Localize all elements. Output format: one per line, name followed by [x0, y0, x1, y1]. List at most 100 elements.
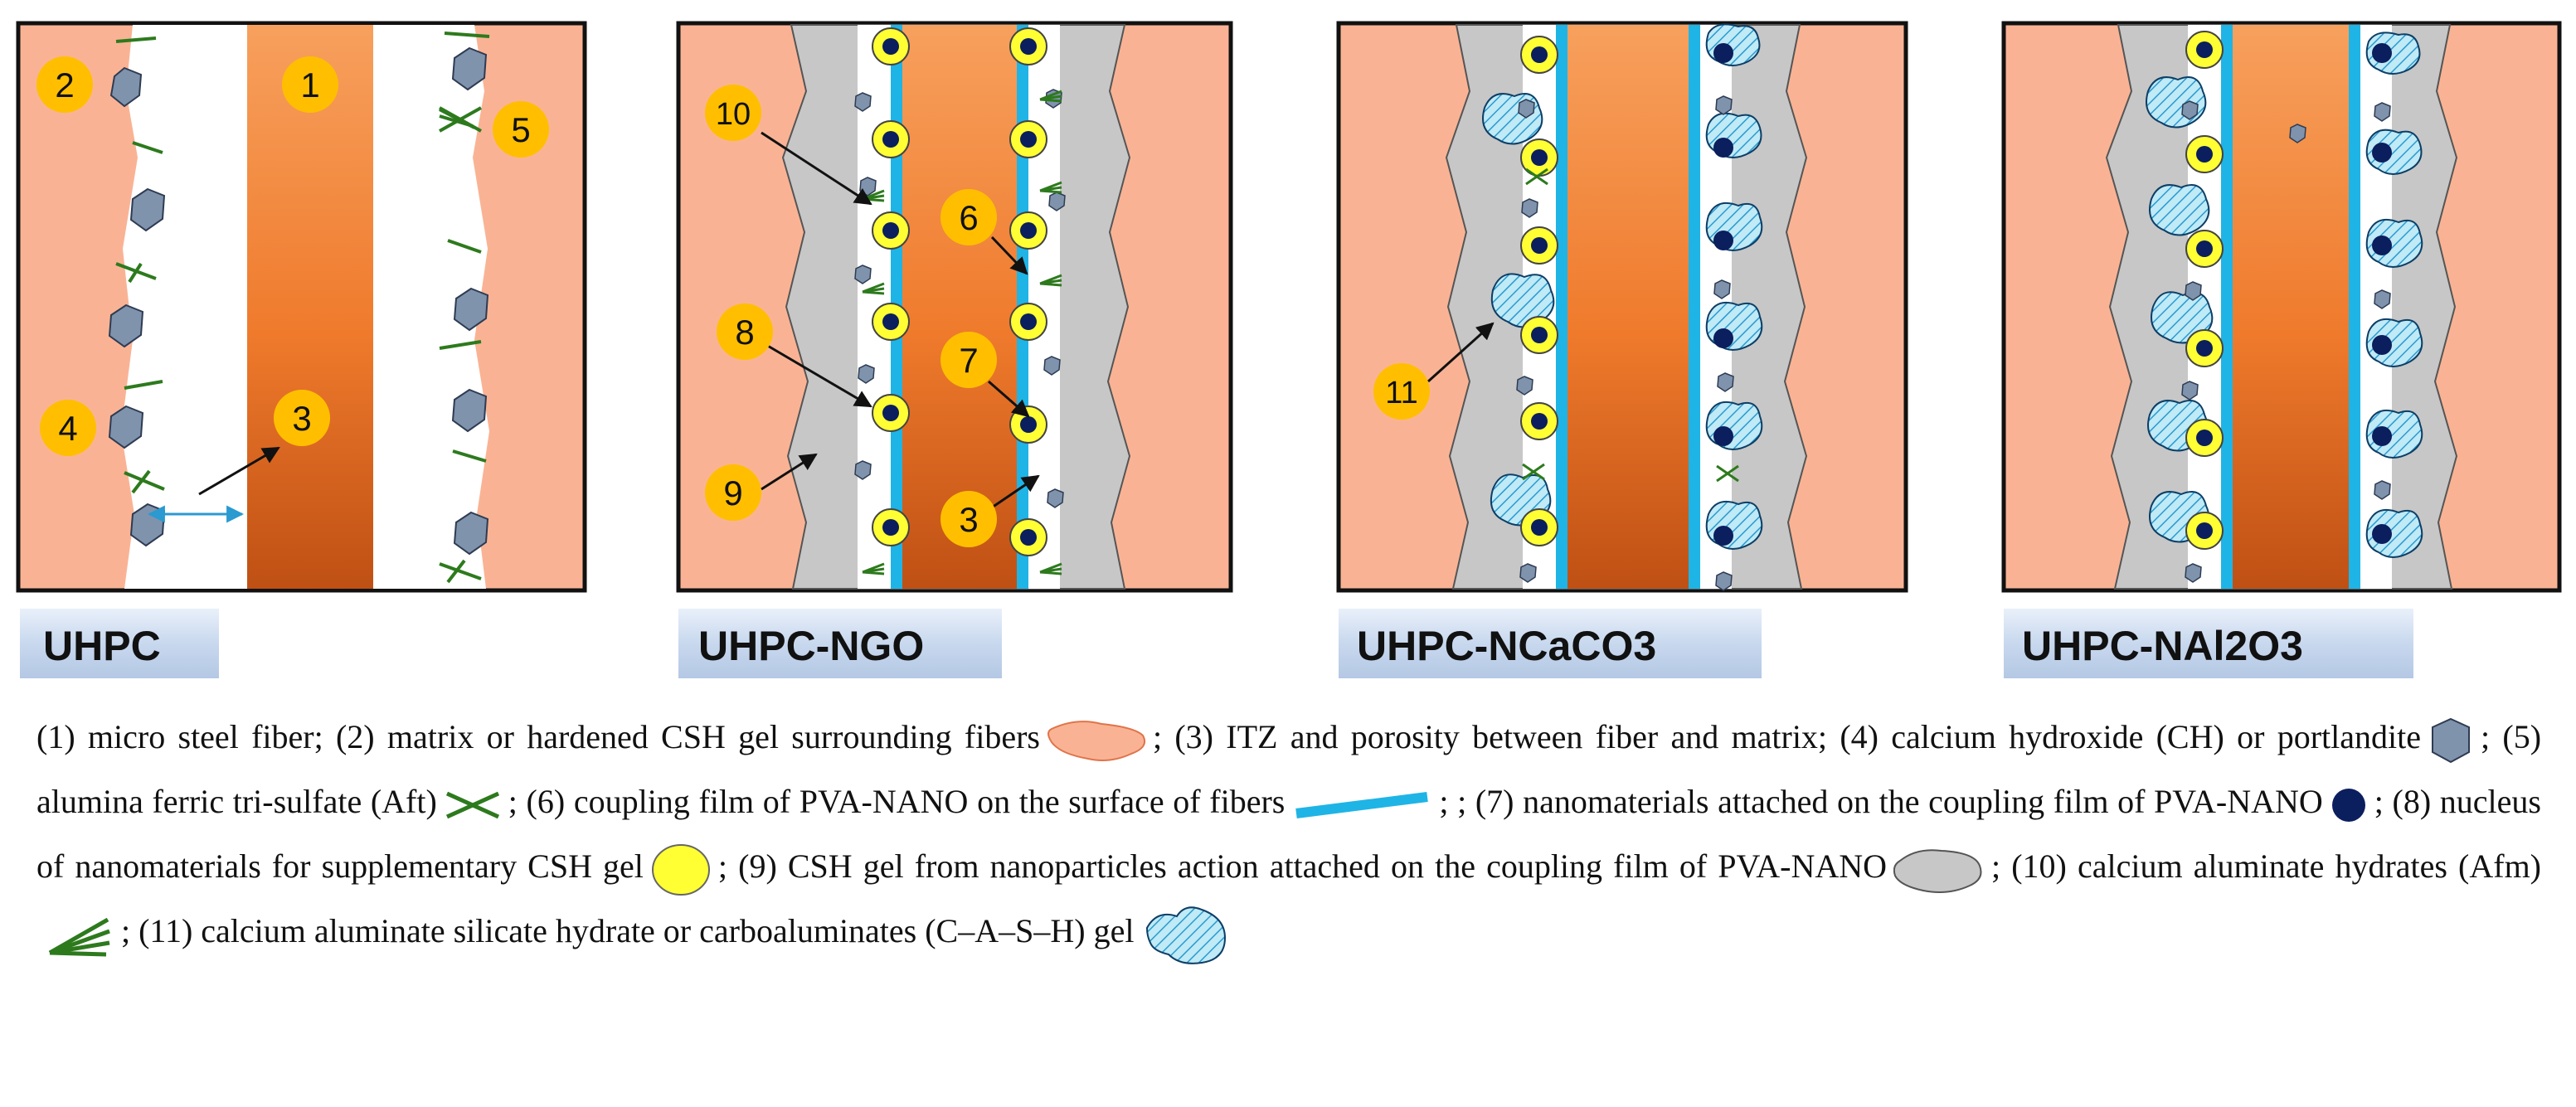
aft-cross-icon: [445, 791, 499, 819]
svg-text:3: 3: [959, 500, 978, 539]
svg-text:4: 4: [58, 409, 77, 448]
hexagon-icon: [129, 187, 166, 232]
nucleus-icon: [1009, 518, 1047, 556]
itz-left: [121, 25, 247, 589]
arrow-to-10: [761, 131, 872, 206]
svg-text:11: 11: [1385, 376, 1417, 410]
svg-text:9: 9: [723, 473, 742, 512]
hexagon-icon: [451, 388, 488, 433]
grey-blob-icon: [1893, 849, 1982, 893]
legend-item-4: (4) calcium hydroxide (CH) or portlandit…: [1840, 718, 2421, 755]
nucleus-icon: [2372, 43, 2392, 63]
legend-item-11: ; (11) calcium aluminate silicate hydrat…: [121, 912, 1135, 949]
panel-ncaco3: 11 UHPC-NCaCO3: [1336, 21, 1908, 678]
marker-5: 5: [493, 101, 549, 158]
nucleus-icon: [1520, 226, 1558, 265]
nucleus-circle-icon: [651, 843, 710, 896]
nano-dot-icon: [2331, 788, 2365, 822]
nucleus-icon: [2372, 143, 2392, 163]
hexagon-icon: [453, 287, 489, 332]
marker-3b: 3: [940, 491, 997, 547]
nucleus-icon: [1520, 138, 1558, 177]
svg-text:5: 5: [511, 110, 530, 149]
hexagon-icon: [2431, 717, 2470, 763]
marker-6: 6: [940, 189, 997, 245]
marker-1: 1: [282, 56, 338, 113]
nucleus-icon: [1520, 316, 1558, 354]
legend-item-9: ; (9) CSH gel from nanoparticles action …: [717, 847, 1888, 885]
arrow-to-3b: [991, 474, 1040, 509]
arrow-to-7: [988, 380, 1030, 418]
nucleus-icon: [2185, 419, 2224, 457]
nucleus-icon: [1009, 120, 1047, 158]
cash-blobs: [2146, 32, 2423, 558]
nucleus-icon: [872, 120, 910, 158]
panel-label-nal2o3: UHPC-NAl2O3: [2004, 609, 2413, 678]
nucleus-icon: [1713, 426, 1733, 446]
nucleus-icon: [1713, 138, 1733, 158]
small-hexagons: [2181, 100, 2391, 583]
steel-fiber: [2233, 25, 2349, 589]
svg-text:2: 2: [55, 66, 74, 104]
nucleus-row-left: [872, 27, 910, 546]
legend-item-3: ; (3) ITZ and porosity between fiber and…: [1152, 718, 1828, 755]
arrow-to-3: [198, 446, 280, 496]
nucleus-icon: [872, 303, 910, 341]
arrow-to-11: [1427, 322, 1495, 383]
coupling-film-left: [1556, 25, 1567, 589]
hexagon-icon: [108, 405, 144, 449]
hexagon-icon: [453, 511, 489, 556]
nucleus-icon: [2185, 31, 2224, 69]
legend: (1) micro steel fiber; (2) matrix or har…: [36, 705, 2541, 966]
cash-blob-icon: [1146, 906, 1227, 964]
legend-item-2: (2) matrix or hardened CSH gel surroundi…: [335, 718, 1040, 755]
nucleus-row: [1520, 36, 1733, 546]
nucleus-icon: [2185, 329, 2224, 367]
nucleus-icon: [2372, 335, 2392, 355]
steel-fiber: [247, 25, 373, 589]
ch-hexagons: [108, 46, 489, 556]
legend-item-5: ; (5) alumina ferric tri-sulfate (Aft): [36, 718, 2542, 820]
marker-4: 4: [40, 400, 96, 456]
marker-2: 2: [36, 56, 93, 113]
svg-text:UHPC-NCaCO3: UHPC-NCaCO3: [1357, 623, 1656, 669]
legend-item-10: ; (10) calcium aluminate hydrates (Afm): [1991, 847, 2542, 885]
arrow-to-6: [990, 235, 1028, 275]
svg-text:8: 8: [735, 313, 754, 352]
nucleus-icon: [1713, 231, 1733, 250]
nucleus-row-right: [1009, 27, 1047, 556]
nucleus-icon: [1009, 405, 1047, 444]
steel-fiber: [1567, 25, 1689, 589]
marker-9: 9: [705, 464, 761, 521]
panel-nal2o3: UHPC-NAl2O3: [2001, 21, 2562, 678]
legend-item-6: ; (6) coupling film of PVA-NANO on the s…: [508, 783, 1286, 820]
svg-text:3: 3: [292, 399, 311, 438]
nucleus-icon: [1009, 303, 1047, 341]
panel-label-ncaco3: UHPC-NCaCO3: [1339, 609, 1762, 678]
nucleus-icon: [2372, 235, 2392, 255]
small-hexagons: [1516, 95, 1734, 591]
nucleus-row: [2185, 31, 2392, 550]
coupling-film-left: [2221, 25, 2233, 589]
aft-needles: [115, 32, 490, 584]
hexagon-icon: [109, 66, 143, 108]
nucleus-icon: [1520, 402, 1558, 440]
diagram-canvas: 2 1 5 4 3 UHPC: [16, 21, 2562, 678]
coupling-film-right: [2349, 25, 2360, 589]
nucleus-icon: [2185, 512, 2224, 550]
panel-label-ngo: UHPC-NGO: [678, 609, 1002, 678]
panel-ngo: 10 6 8 7 9 3 UHPC-NGO: [676, 21, 1233, 678]
matrix-blob-icon: [1047, 720, 1146, 761]
marker-8: 8: [717, 303, 773, 360]
svg-text:UHPC: UHPC: [43, 623, 161, 669]
svg-text:7: 7: [959, 341, 978, 380]
coupling-film-right: [1689, 25, 1700, 589]
film-bar-icon: [1295, 791, 1429, 818]
afm-fan-icon: [48, 917, 110, 957]
marker-11: 11: [1373, 363, 1430, 420]
arrow-to-8: [766, 343, 872, 408]
nucleus-icon: [2185, 230, 2224, 268]
legend-item-7: ; (7) nanomaterials attached on the coup…: [1457, 783, 2323, 820]
nucleus-icon: [1713, 328, 1733, 348]
nucleus-icon: [872, 27, 910, 66]
